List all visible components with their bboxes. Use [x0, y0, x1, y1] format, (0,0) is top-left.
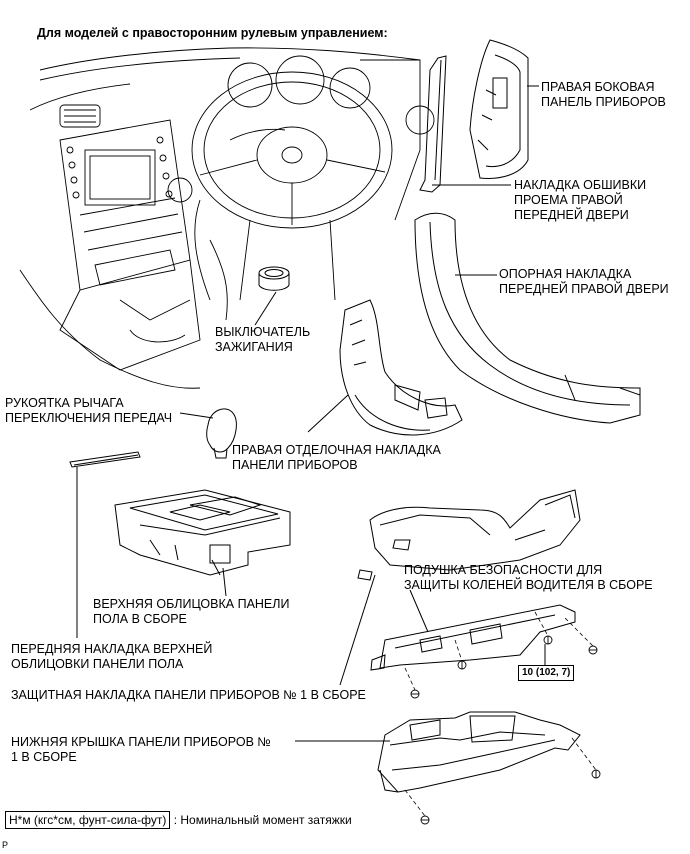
- bolt: [588, 645, 598, 655]
- ignition-switch-part: [258, 266, 290, 291]
- door-opening-trim-part: [419, 55, 447, 193]
- label-right-side-panel: ПРАВАЯ БОКОВАЯ ПАНЕЛЬ ПРИБОРОВ: [541, 80, 666, 109]
- bolt: [457, 660, 467, 670]
- legend-unit-box: Н*м (кгс*см, фунт-сила-фут): [5, 811, 171, 829]
- label-console-front-trim: ПЕРЕДНЯЯ НАКЛАДКА ВЕРХНЕЙ ОБЛИЦОВКИ ПАНЕ…: [11, 642, 213, 671]
- finish-panel-leader: [307, 394, 349, 433]
- finish-panel-part: [339, 299, 463, 436]
- installation-lines: [404, 611, 597, 817]
- bolt: [591, 769, 601, 779]
- label-ignition-switch: ВЫКЛЮЧАТЕЛЬ ЗАЖИГАНИЯ: [215, 325, 311, 354]
- dashboard-illustration: [19, 47, 435, 389]
- lower-cover-part: [377, 711, 581, 793]
- console-upper-part: [114, 489, 291, 576]
- legend-text: : Номинальный момент затяжки: [173, 813, 352, 827]
- shift-knob-leader: [179, 412, 214, 419]
- console-front-trim-part: [69, 451, 141, 468]
- label-guard-trim: ЗАЩИТНАЯ НАКЛАДКА ПАНЕЛИ ПРИБОРОВ № 1 В …: [11, 688, 366, 702]
- label-finish-panel: ПРАВАЯ ОТДЕЛОЧНАЯ НАКЛАДКА ПАНЕЛИ ПРИБОР…: [232, 443, 441, 472]
- console-upper-leader: [222, 567, 227, 597]
- label-console-upper: ВЕРХНЯЯ ОБЛИЦОВКА ПАНЕЛИ ПОЛА В СБОРЕ: [93, 597, 290, 626]
- guard-trim-part: [357, 489, 581, 581]
- page-title: Для моделей с правосторонним рулевым упр…: [37, 26, 388, 40]
- scuff-plate-part: [414, 212, 641, 424]
- bolt: [420, 815, 430, 825]
- right-side-panel-part: [469, 39, 529, 179]
- shift-knob-part: [206, 408, 237, 459]
- label-door-opening-trim: НАКЛАДКА ОБШИВКИ ПРОЕМА ПРАВОЙ ПЕРЕДНЕЙ …: [514, 178, 647, 222]
- ignition-switch-leader: [254, 291, 277, 326]
- torque-spec-box: 10 (102, 7): [518, 665, 575, 681]
- label-lower-cover: НИЖНЯЯ КРЫШКА ПАНЕЛИ ПРИБОРОВ № 1 В СБОР…: [11, 735, 271, 764]
- bolt: [543, 635, 553, 645]
- label-scuff-plate: ОПОРНАЯ НАКЛАДКА ПЕРЕДНЕЙ ПРАВОЙ ДВЕРИ: [499, 267, 669, 296]
- knee-airbag-leader: [409, 589, 429, 633]
- bolt: [410, 689, 420, 699]
- torque-legend: Н*м (кгс*см, фунт-сила-фут) : Номинальны…: [5, 811, 352, 829]
- figure-code: P: [2, 840, 9, 850]
- knee-airbag-part: [370, 604, 576, 671]
- label-shift-knob: РУКОЯТКА РЫЧАГА ПЕРЕКЛЮЧЕНИЯ ПЕРЕДАЧ: [5, 396, 173, 425]
- guard-trim-leader: [339, 574, 376, 686]
- label-knee-airbag: ПОДУШКА БЕЗОПАСНОСТИ ДЛЯ ЗАЩИТЫ КОЛЕНЕЙ …: [404, 563, 653, 592]
